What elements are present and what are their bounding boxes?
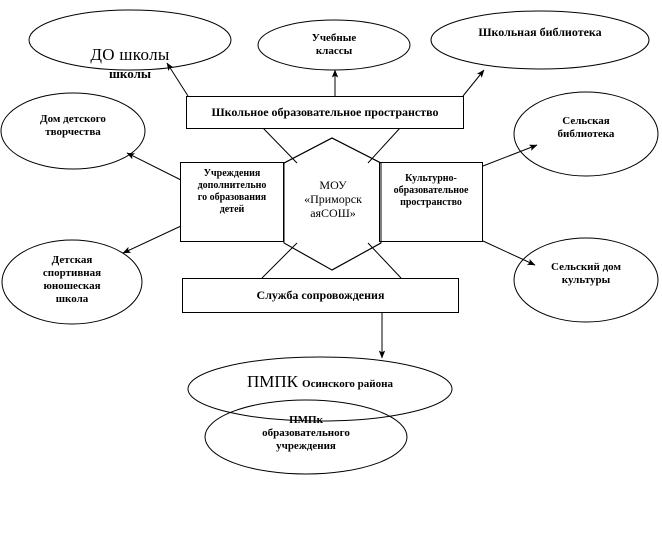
arrow-extra-edu-to-dom-tvorchestva xyxy=(126,152,182,181)
ellipse-label-pmpk-district: ПМПК Осинского района xyxy=(200,372,440,392)
arrow-school-space-to-school-library xyxy=(462,69,485,97)
arrow-cultural-to-rural-library xyxy=(482,144,538,167)
hexagon-edges xyxy=(283,137,382,271)
ellipse-pmpk-district xyxy=(187,356,453,422)
ellipse-do-shkoly xyxy=(28,9,232,71)
hex-line-top-left xyxy=(262,127,298,164)
ellipse-rural-house-culture xyxy=(513,237,659,323)
ellipse-pmpk-institution xyxy=(204,399,408,475)
arrow-school-space-to-do-shkoly xyxy=(166,62,189,97)
box-cultural-edu-space xyxy=(379,162,483,242)
hexagon-central-school xyxy=(283,137,382,271)
connector-lines xyxy=(122,62,538,359)
ellipse-rural-library xyxy=(513,91,659,177)
hex-line-bottom-right xyxy=(367,242,402,279)
hex-line-top-right xyxy=(367,127,401,164)
box-extra-edu-institutions xyxy=(180,162,284,242)
box-support-service xyxy=(182,278,459,313)
box-school-edu-space xyxy=(186,96,464,129)
label-pmpk-abbrev: ПМПК xyxy=(247,372,299,391)
arrow-extra-edu-to-sport-school xyxy=(122,225,182,254)
arrow-cultural-to-house-of-culture xyxy=(482,240,536,266)
ellipse-sport-school xyxy=(1,239,143,325)
ellipse-dom-tvorchestva xyxy=(0,92,146,170)
hex-line-bottom-left xyxy=(261,242,298,279)
ellipse-school-library xyxy=(430,10,650,70)
label-pmpk-district-name: Осинского района xyxy=(302,378,393,390)
ellipse-uchebnye-klassy xyxy=(257,19,411,71)
